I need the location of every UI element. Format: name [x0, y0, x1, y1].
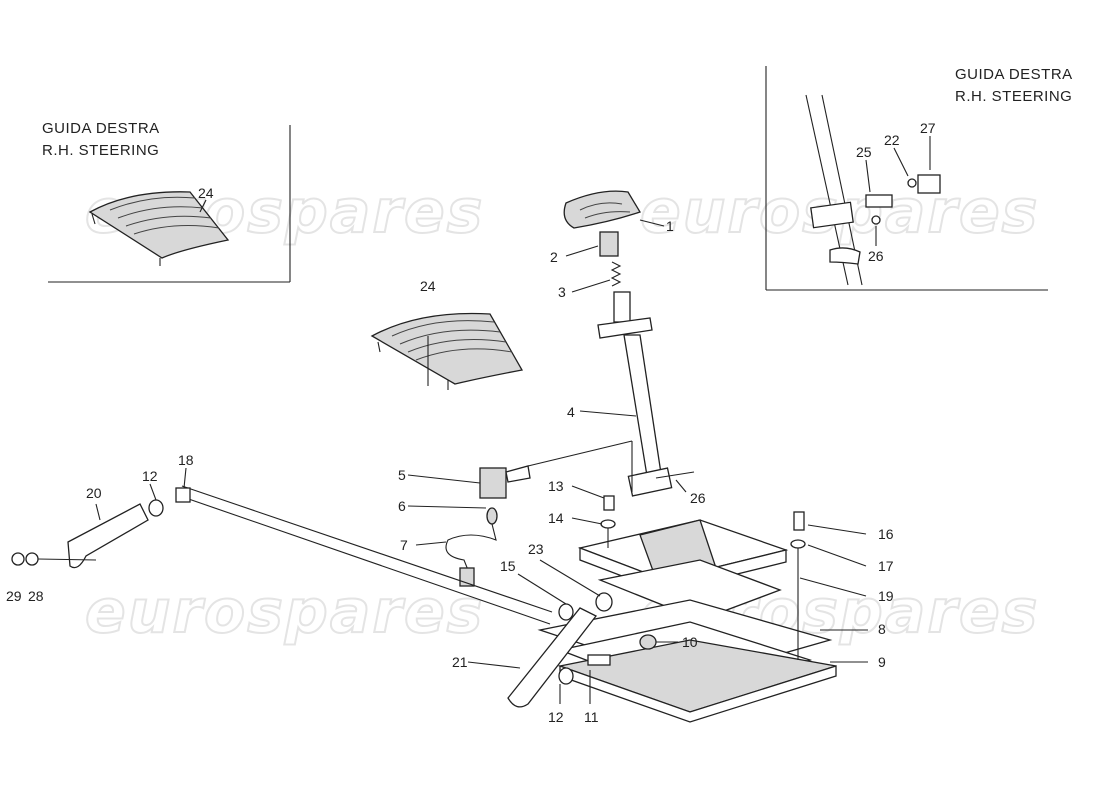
callout-29: 29 — [6, 588, 22, 604]
leader-lines — [95, 136, 931, 704]
callout-6: 6 — [398, 498, 406, 514]
callout-12-upper: 12 — [142, 468, 158, 484]
washer-17 — [790, 539, 806, 549]
callout-14: 14 — [548, 510, 564, 526]
callout-20: 20 — [86, 485, 102, 501]
lever-top — [613, 291, 631, 323]
callout-24-inset: 24 — [198, 185, 214, 201]
callout-26-inset: 26 — [868, 248, 884, 264]
left-inset: GUIDA DESTRA R.H. STEERING — [42, 120, 291, 283]
switch — [479, 467, 507, 499]
callout-9: 9 — [878, 654, 886, 670]
selector-rod — [11, 485, 613, 708]
callout-16: 16 — [878, 526, 894, 542]
callout-25: 25 — [856, 144, 872, 160]
nut-10 — [639, 634, 657, 650]
callout-15: 15 — [500, 558, 516, 574]
callout-5: 5 — [398, 467, 406, 483]
switch-cable — [445, 523, 497, 571]
lever-20 — [67, 503, 149, 569]
callout-19: 19 — [878, 588, 894, 604]
callout-27: 27 — [920, 120, 936, 136]
left-inset-title-english: R.H. STEERING — [42, 142, 159, 159]
bush-23 — [595, 592, 613, 612]
bush-15 — [558, 603, 574, 621]
spring — [610, 261, 622, 287]
bush-12-right — [558, 667, 574, 685]
callout-11: 11 — [584, 709, 599, 725]
bolt-13 — [603, 495, 615, 511]
right-inset-title-english: R.H. STEERING — [955, 88, 1072, 105]
watermark-group: eurospares eurospares eurospares eurospa… — [84, 176, 1038, 648]
callout-23: 23 — [528, 541, 544, 557]
lever-shaft — [623, 334, 663, 483]
callout-8: 8 — [878, 621, 886, 637]
callout-1: 1 — [666, 218, 674, 234]
callout-10: 10 — [682, 634, 698, 650]
right-inset: GUIDA DESTRA R.H. STEERING — [765, 66, 1073, 291]
callout-2: 2 — [550, 249, 558, 265]
knob-bushing — [599, 231, 619, 257]
callout-28: 28 — [28, 588, 44, 604]
rod-end-18 — [175, 487, 191, 503]
bolt-16 — [793, 511, 805, 531]
gear-knob — [563, 190, 641, 229]
callout-4: 4 — [567, 404, 575, 420]
bush-12-left — [148, 499, 164, 517]
gear-lever-assembly — [563, 190, 695, 497]
bolt-11 — [587, 654, 611, 666]
left-inset-shift-cover — [88, 191, 230, 266]
washer-14 — [600, 519, 616, 529]
shift-cover — [370, 312, 524, 390]
gearbox-housing — [537, 519, 837, 723]
callout-21: 21 — [452, 654, 468, 670]
callout-7: 7 — [400, 537, 408, 553]
washer-28 — [25, 552, 39, 566]
callout-22: 22 — [884, 132, 900, 148]
watermark-3: eurospares — [85, 577, 484, 647]
callout-12-lower: 12 — [548, 709, 564, 725]
lever-21 — [507, 607, 597, 708]
callout-18: 18 — [178, 452, 194, 468]
callout-13: 13 — [548, 478, 564, 494]
nut-29 — [11, 552, 25, 566]
left-inset-title-italian: GUIDA DESTRA — [42, 120, 160, 137]
switch-pin — [486, 507, 498, 525]
right-inset-title-italian: GUIDA DESTRA — [955, 66, 1073, 83]
callout-26-main: 26 — [690, 490, 706, 506]
callouts: 1 2 3 4 5 6 7 8 9 10 11 12 12 13 14 15 1… — [6, 120, 936, 725]
callout-24-main: 24 — [420, 278, 436, 294]
callout-3: 3 — [558, 284, 566, 300]
fasteners — [587, 495, 806, 666]
right-inset-linkage — [805, 94, 941, 286]
callout-17: 17 — [878, 558, 894, 574]
